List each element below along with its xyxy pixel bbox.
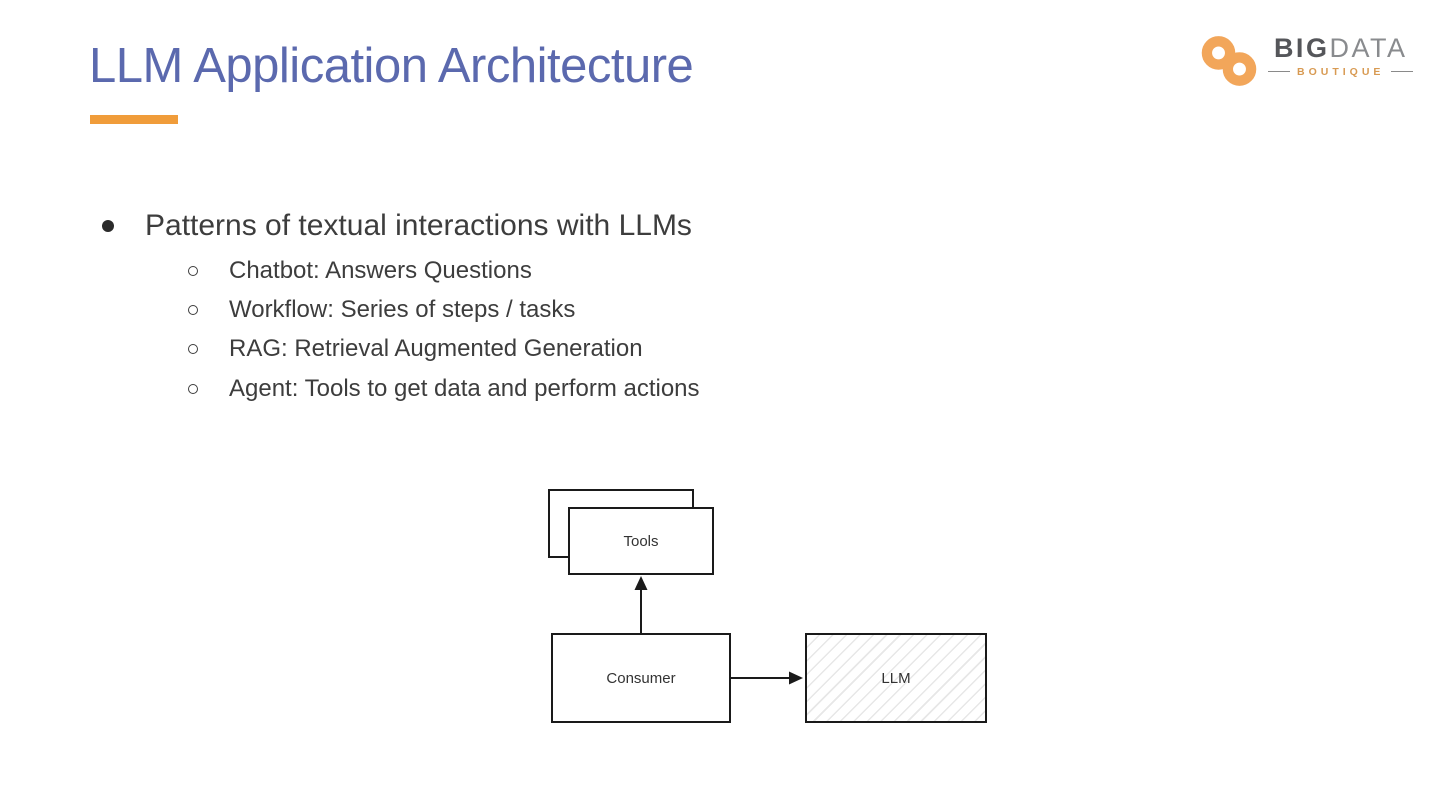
title-underline-bar xyxy=(90,115,178,124)
consumer-node: Consumer xyxy=(551,633,731,723)
list-item: Agent: Tools to get data and perform act… xyxy=(0,369,700,408)
tagline-text: BOUTIQUE xyxy=(1297,65,1385,78)
list-item: Workflow: Series of steps / tasks xyxy=(0,290,700,329)
sub-bullet-text: Agent: Tools to get data and perform act… xyxy=(229,374,700,402)
logo-word-big: BIG xyxy=(1273,33,1330,63)
sub-bullet-text: Chatbot: Answers Questions xyxy=(229,256,532,284)
tagline-left-dash xyxy=(1268,71,1290,73)
hollow-bullet-icon xyxy=(188,383,198,394)
consumer-node-label: Consumer xyxy=(606,669,676,687)
sub-bullet-list: Chatbot: Answers Questions Workflow: Ser… xyxy=(0,251,700,408)
infinity-icon xyxy=(1201,36,1257,86)
hollow-bullet-icon xyxy=(188,344,198,355)
llm-node: LLM xyxy=(805,633,987,723)
bigdata-boutique-logo: BIGDATA BOUTIQUE xyxy=(1198,33,1414,86)
llm-node-label: LLM xyxy=(881,669,911,687)
logo-text: BIGDATA BOUTIQUE xyxy=(1268,33,1414,78)
arrow-consumer-to-tools xyxy=(634,576,648,633)
tools-node: Tools xyxy=(568,507,714,575)
main-bullet: Patterns of textual interactions with LL… xyxy=(0,206,1000,246)
hollow-bullet-icon xyxy=(188,265,198,276)
tools-node-label: Tools xyxy=(623,532,659,550)
filled-bullet-icon xyxy=(102,220,114,232)
list-item: RAG: Retrieval Augmented Generation xyxy=(0,330,700,369)
page-title: LLM Application Architecture xyxy=(89,39,694,93)
logo-wordmark: BIGDATA xyxy=(1273,33,1408,64)
logo-word-data: DATA xyxy=(1329,33,1408,63)
tagline-right-dash xyxy=(1391,71,1414,73)
main-bullet-text: Patterns of textual interactions with LL… xyxy=(145,209,692,242)
sub-bullet-text: RAG: Retrieval Augmented Generation xyxy=(229,335,643,363)
hollow-bullet-icon xyxy=(188,304,198,315)
arrow-consumer-to-llm xyxy=(731,671,803,685)
list-item: Chatbot: Answers Questions xyxy=(0,251,700,290)
sub-bullet-text: Workflow: Series of steps / tasks xyxy=(229,295,576,323)
logo-tagline: BOUTIQUE xyxy=(1268,65,1414,78)
